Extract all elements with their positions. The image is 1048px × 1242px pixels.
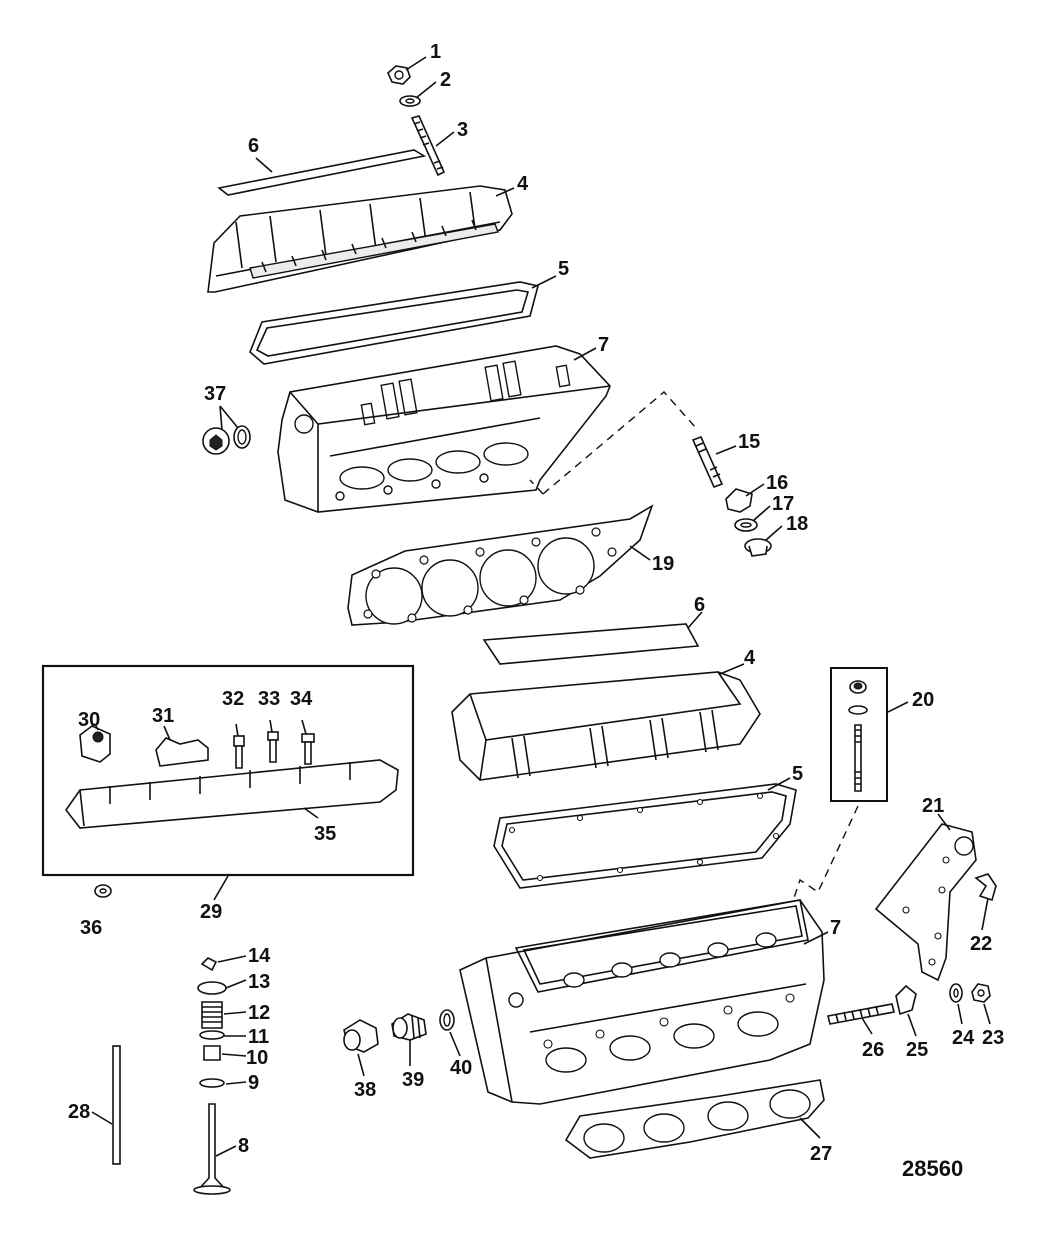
callout-36: 36 (80, 917, 102, 939)
part-19-head-gasket (347, 504, 654, 626)
callout-25: 25 (906, 1039, 928, 1061)
callout-39: 39 (402, 1069, 424, 1091)
part-25-spacer (895, 984, 917, 1016)
part-15-stud (691, 435, 724, 489)
part-6-gasket-lower (482, 623, 700, 665)
part-4-rocker-cover-lower (451, 671, 761, 781)
callout-16: 16 (766, 472, 788, 494)
callout-21: 21 (922, 795, 944, 817)
part-34-bolt (301, 733, 315, 765)
part-24-washer (949, 983, 963, 1003)
part-17-washer (734, 518, 758, 532)
part-35-rocker-rail (65, 759, 399, 829)
part-16-nut (725, 488, 753, 513)
part-22-clip (974, 873, 997, 902)
part-11-shim (199, 1030, 225, 1040)
callout-33: 33 (258, 688, 280, 710)
reference-number: 28560 (902, 1156, 963, 1181)
part-5-cover-gasket-top (249, 281, 539, 365)
callout-24: 24 (952, 1027, 975, 1049)
part-18-cap (744, 538, 772, 557)
callout-35: 35 (314, 823, 336, 845)
callout-11: 11 (248, 1026, 269, 1048)
callout-22: 22 (970, 933, 992, 955)
leader-dashed-15 (529, 391, 697, 495)
callout-4: 4 (517, 173, 529, 195)
part-3-stud (410, 115, 446, 177)
leader-dashed-20 (789, 805, 859, 911)
callout-32: 32 (222, 688, 244, 710)
callout-13: 13 (248, 971, 270, 993)
callout-6: 6 (248, 135, 259, 157)
callout-27: 27 (810, 1143, 832, 1165)
callout-10: 10 (246, 1047, 268, 1069)
callout-labels: 1 2 3 4 5 6 7 8 9 10 11 12 13 14 15 16 1… (68, 41, 1004, 1181)
part-10-seal (203, 1045, 221, 1061)
callout-15: 15 (738, 431, 760, 453)
callout-14: 14 (248, 945, 271, 967)
part-4-rocker-cover-top (207, 185, 513, 293)
callout-2: 2 (440, 69, 451, 91)
part-31-retainer (155, 737, 209, 767)
part-32-bolt (233, 735, 245, 769)
part-7-cylinder-head-top (277, 345, 611, 513)
part-37-plug (202, 425, 251, 455)
callout-6-lower: 6 (694, 594, 705, 616)
callout-37: 37 (204, 383, 226, 405)
callout-5: 5 (558, 258, 569, 280)
part-5-cover-gasket-lower (493, 783, 797, 889)
part-27-exhaust-gasket (564, 1079, 825, 1159)
callout-28: 28 (68, 1101, 90, 1123)
callout-7: 7 (598, 334, 609, 356)
callout-4-lower: 4 (744, 647, 756, 669)
part-12-spring (201, 1001, 223, 1029)
part-26-bolt (827, 1003, 895, 1025)
part-9-washer (199, 1078, 225, 1088)
callout-17: 17 (772, 493, 794, 515)
part-28-pushrod (112, 1045, 121, 1165)
callout-5-lower: 5 (792, 763, 803, 785)
callout-40: 40 (450, 1057, 472, 1079)
part-2-washer (399, 95, 421, 107)
part-40-o-ring (439, 1009, 455, 1031)
callout-19: 19 (652, 553, 674, 575)
callout-20: 20 (912, 689, 934, 711)
callout-38: 38 (354, 1079, 376, 1101)
callout-12: 12 (248, 1002, 270, 1024)
leader-lines (91, 56, 991, 1157)
part-1-nut (387, 65, 411, 85)
part-8-valve (193, 1103, 231, 1195)
part-20-stud-kit-box (830, 667, 888, 802)
part-23-nut (971, 983, 991, 1003)
callout-31: 31 (152, 705, 174, 727)
callout-8: 8 (238, 1135, 249, 1157)
part-33-bolt (267, 731, 279, 763)
callout-9: 9 (248, 1072, 259, 1094)
callout-1: 1 (430, 41, 441, 63)
part-38-fitting (343, 1019, 379, 1053)
callout-7-lower: 7 (830, 917, 841, 939)
callout-29: 29 (200, 901, 222, 923)
part-39-fitting (391, 1013, 427, 1041)
callout-18: 18 (786, 513, 808, 535)
part-21-bracket (874, 823, 977, 982)
callout-30: 30 (78, 709, 100, 731)
callout-34: 34 (290, 688, 313, 710)
part-30-rocker-arm (79, 725, 111, 763)
callout-26: 26 (862, 1039, 884, 1061)
part-13-retainer (197, 981, 227, 995)
part-7-cylinder-head-lower (459, 899, 825, 1105)
part-6-gasket-strip-top (217, 149, 427, 196)
callout-23: 23 (982, 1027, 1004, 1049)
callout-3: 3 (457, 119, 468, 141)
part-36-washer (94, 884, 112, 898)
part-14-keepers (200, 957, 218, 972)
